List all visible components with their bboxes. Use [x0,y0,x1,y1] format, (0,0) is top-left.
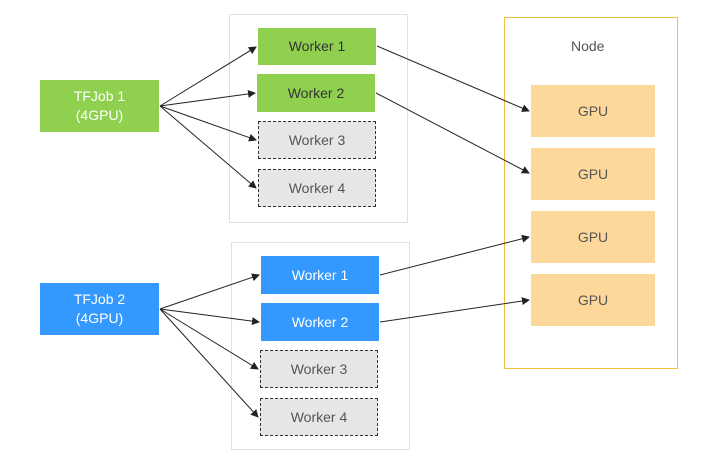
node-title: Node [571,38,605,54]
tfjob1-worker-1: Worker 1 [258,28,376,65]
tfjob2-worker-2: Worker 2 [261,303,379,341]
tfjob2-worker-3: Worker 3 [260,350,378,388]
tfjob1-worker-4: Worker 4 [258,169,376,207]
tfjob1-worker-2: Worker 2 [257,74,375,112]
gpu-4: GPU [531,274,655,326]
tfjob2-worker-1: Worker 1 [261,256,379,294]
tfjob1-box: TFJob 1 (4GPU) [40,80,159,132]
gpu-2: GPU [531,148,655,200]
tfjob2-worker-4: Worker 4 [260,398,378,436]
tfjob2-label: TFJob 2 (4GPU) [73,291,126,326]
tfjob1-label: TFJob 1 (4GPU) [73,88,126,123]
tfjob2-box: TFJob 2 (4GPU) [40,283,159,335]
tfjob1-worker-3: Worker 3 [258,121,376,159]
gpu-3: GPU [531,211,655,263]
gpu-1: GPU [531,85,655,137]
